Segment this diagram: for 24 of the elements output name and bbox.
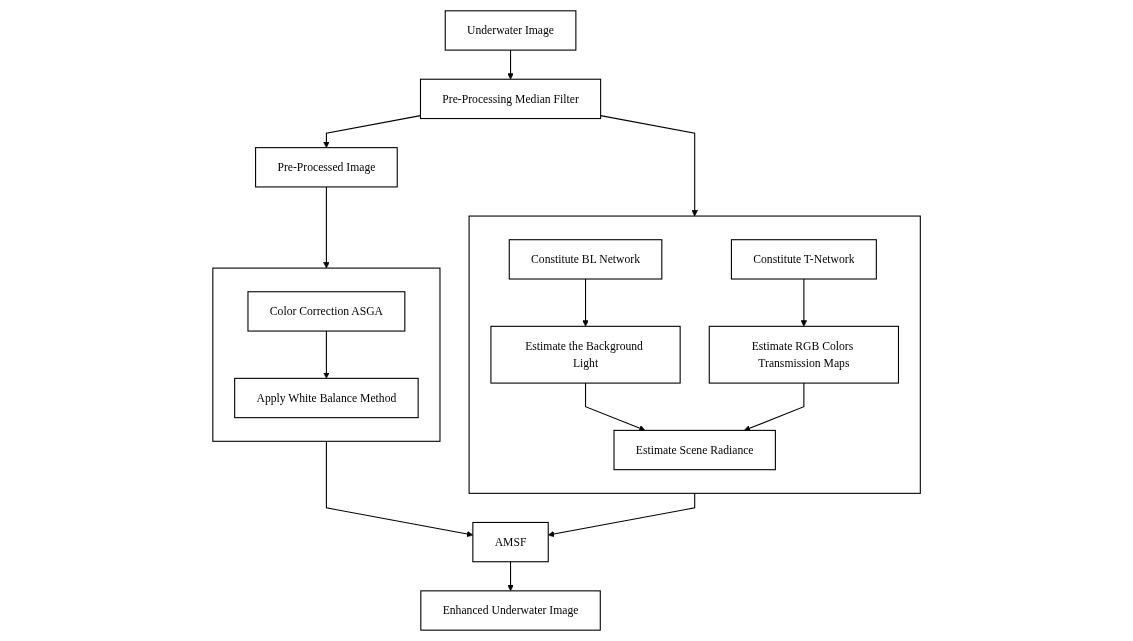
cluster: [212, 267, 441, 442]
arrow: [323, 186, 330, 269]
node-box: Estimate the Background Light: [490, 325, 681, 384]
node-box: Estimate Scene Radiance: [613, 429, 776, 471]
node-box: Constitute T-Network: [730, 239, 877, 280]
node-box: Enhanced Underwater Image: [420, 590, 601, 631]
arrow: [323, 330, 330, 379]
node-box: Color Correction ASGA: [247, 291, 406, 332]
arrow: [584, 382, 646, 432]
node-box: Underwater Image: [444, 10, 577, 51]
arrow: [507, 49, 514, 80]
arrow: [600, 115, 698, 217]
node-box: Constitute BL Network: [508, 239, 663, 280]
arrow: [800, 278, 807, 327]
cluster: [468, 215, 921, 494]
arrow: [323, 115, 421, 148]
node-box: AMSF: [472, 521, 549, 563]
arrow: [743, 382, 805, 432]
node-box: Apply White Balance Method: [234, 377, 419, 419]
arrow: [507, 561, 514, 592]
node-box: Pre-Processed Image: [254, 147, 398, 188]
arrow: [582, 278, 589, 327]
node-box: Pre-Processing Median Filter: [419, 78, 602, 120]
node-box: Estimate RGB Colors Transmission Maps: [708, 325, 899, 384]
